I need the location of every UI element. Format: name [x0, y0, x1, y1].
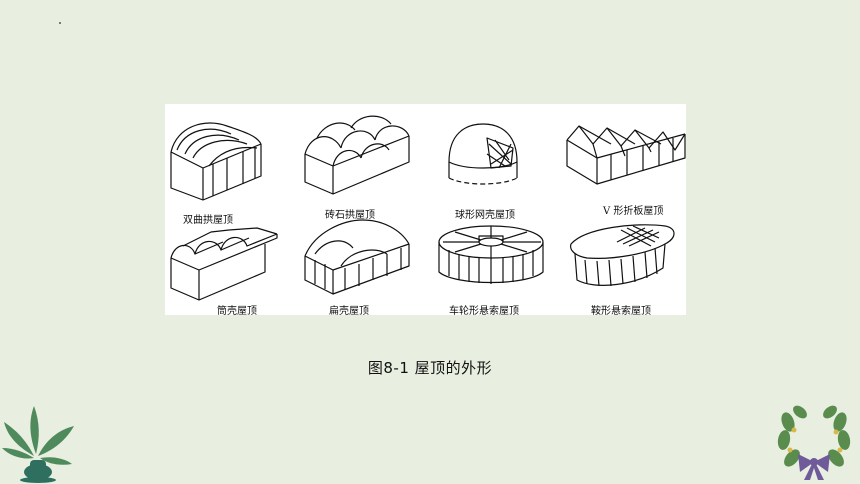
roof-label-2: 砖石拱屋顶 [325, 210, 375, 221]
cylindrical-shell-roof-drawing [170, 227, 278, 301]
plant-vase-icon [2, 406, 74, 483]
masonry-arch-roof-drawing [304, 115, 410, 195]
flat-shell-roof-drawing [304, 219, 410, 295]
wheel-shaped-suspension-roof-drawing [438, 225, 544, 284]
v-folded-plate-roof-drawing [566, 125, 686, 185]
saddle-suspension-roof-drawing [570, 224, 675, 287]
figure-caption: 图8-1 屋顶的外形 [367, 359, 493, 377]
double-curved-arch-roof-drawing [170, 122, 262, 201]
roof-label-7: 车轮形悬索屋顶 [449, 306, 519, 317]
roof-label-4: V 形折板屋顶 [603, 206, 664, 217]
roof-label-6: 扁壳屋顶 [329, 306, 369, 317]
roof-figure-panel: 双曲拱屋顶 砖石拱屋顶 球形网壳屋顶 V 形折板屋顶 筒壳屋顶 扁壳屋顶 车轮形… [165, 104, 686, 317]
roof-label-3: 球形网壳屋顶 [455, 210, 515, 221]
wreath-bow-icon [777, 405, 851, 480]
roof-label-5: 筒壳屋顶 [217, 306, 257, 317]
dot-mark [59, 22, 61, 24]
spherical-lattice-shell-roof-drawing [448, 123, 518, 185]
roof-drawings [170, 115, 686, 301]
roof-label-1: 双曲拱屋顶 [183, 215, 233, 226]
roof-label-8: 鞍形悬索屋顶 [591, 306, 651, 317]
